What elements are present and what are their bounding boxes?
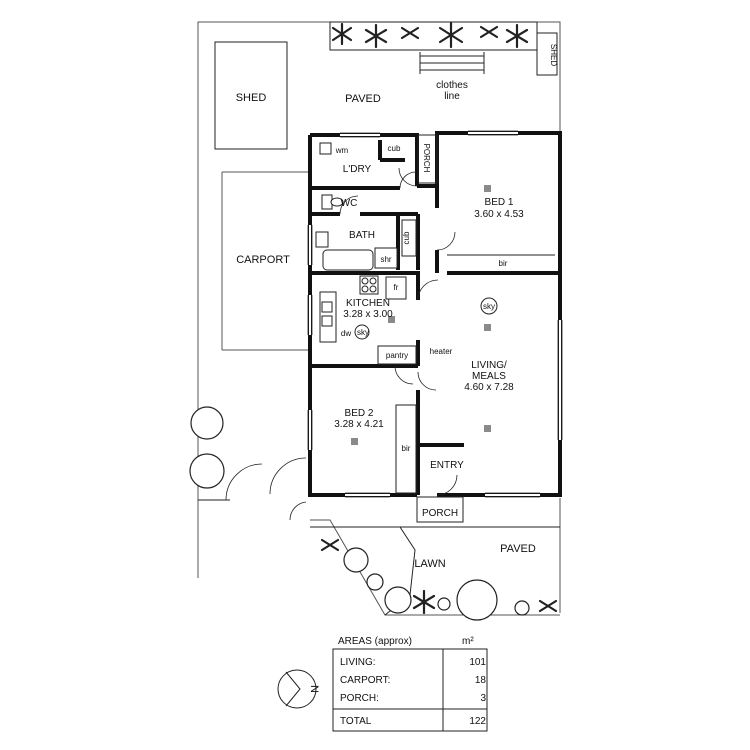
label-shed-left: SHED	[236, 92, 267, 104]
trees-side	[189, 406, 225, 489]
bathtub	[322, 249, 374, 271]
areas-row-value-living: 101	[469, 657, 486, 668]
label-clothes: clothes	[436, 80, 468, 91]
sink-1	[321, 301, 333, 313]
label-cub-bath: cub	[402, 231, 411, 244]
label-sky-kitchen: sky	[357, 328, 369, 337]
label-shed-right: SHED	[549, 44, 558, 66]
front-porch	[416, 496, 464, 523]
sink-2	[321, 315, 333, 327]
label-line: line	[444, 91, 460, 102]
label-kitchen-size: 3.28 x 3.00	[343, 309, 393, 320]
fridge	[385, 276, 407, 300]
north-compass: N	[277, 669, 320, 709]
label-paved-top: PAVED	[345, 93, 381, 105]
label-bed1-name: BED 1	[485, 197, 514, 208]
palm-plants-back	[331, 21, 529, 49]
cub-bath	[401, 219, 417, 257]
interior-walls	[310, 140, 560, 495]
label-pantry: pantry	[386, 351, 408, 360]
label-bir-bed1: bir	[499, 259, 508, 268]
label-entry: ENTRY	[430, 460, 464, 471]
areas-title: AREAS (approx)	[338, 636, 412, 647]
areas-row-label-living: LIVING:	[340, 657, 376, 668]
bir-bed2	[395, 404, 417, 494]
windows	[307, 130, 563, 498]
label-wm: wm	[335, 146, 349, 155]
label-paved-front: PAVED	[500, 543, 536, 555]
ceiling-light-bed1	[484, 185, 491, 192]
areas-row-value-porch: 3	[480, 693, 486, 704]
shed-left	[214, 41, 288, 150]
label-bath: BATH	[349, 230, 375, 241]
label-living-name: LIVING/	[471, 360, 507, 371]
kitchen-stove	[359, 275, 379, 295]
label-living-size: 4.60 x 7.28	[464, 382, 514, 393]
ceiling-light-living-2	[484, 425, 491, 432]
label-dw: dw	[341, 329, 351, 338]
label-lawn: LAWN	[414, 558, 445, 570]
label-carport: CARPORT	[236, 254, 290, 266]
side-porch	[417, 134, 438, 184]
ceiling-light-kitchen	[388, 316, 395, 323]
label-shr: shr	[380, 255, 391, 264]
areas-row-label-carport: CARPORT:	[340, 675, 390, 686]
bath-vanity	[315, 231, 329, 248]
label-sky-living: sky	[483, 302, 495, 311]
label-porch-front: PORCH	[422, 508, 458, 519]
label-heater: heater	[430, 347, 453, 356]
compass-letter: N	[308, 685, 320, 693]
hob-4	[369, 285, 377, 293]
areas-row-label-porch: PORCH:	[340, 693, 379, 704]
wc-bowl	[330, 197, 344, 207]
skylight-living	[480, 297, 498, 315]
areas-unit: m²	[462, 636, 474, 647]
label-bir-bed2: bir	[402, 444, 411, 453]
areas-row-value-carport: 18	[475, 675, 487, 686]
hob-2	[369, 277, 377, 285]
hob-3	[361, 285, 369, 293]
label-bed2-size: 3.28 x 4.21	[334, 419, 384, 430]
areas-total-label: TOTAL	[340, 716, 372, 727]
label-cub-laundry: cub	[388, 144, 401, 153]
label-fr: fr	[394, 283, 399, 292]
areas-table: AREAS (approx) m² LIVING: 101 CARPORT: 1…	[332, 636, 488, 732]
plants-front	[320, 538, 558, 621]
areas-total-value: 122	[469, 716, 486, 727]
doors	[225, 167, 458, 521]
label-wc: WC	[341, 198, 358, 209]
shed-right	[536, 32, 558, 76]
ceiling-light-bed2	[351, 438, 358, 445]
label-kitchen-name: KITCHEN	[346, 298, 390, 309]
label-porch-side: PORCH	[422, 144, 431, 173]
label-bed1-size: 3.60 x 4.53	[474, 209, 524, 220]
label-laundry: L'DRY	[343, 164, 372, 175]
pantry-box	[377, 345, 417, 365]
clothes-line	[419, 52, 485, 74]
label-living-name2: MEALS	[472, 371, 506, 382]
label-bed2-name: BED 2	[345, 408, 374, 419]
wm-box	[319, 142, 332, 155]
shower	[374, 247, 398, 269]
ceiling-light-living-1	[484, 324, 491, 331]
hob-1	[361, 277, 369, 285]
garden-bed-back	[329, 21, 538, 51]
skylight-kitchen	[354, 324, 370, 340]
